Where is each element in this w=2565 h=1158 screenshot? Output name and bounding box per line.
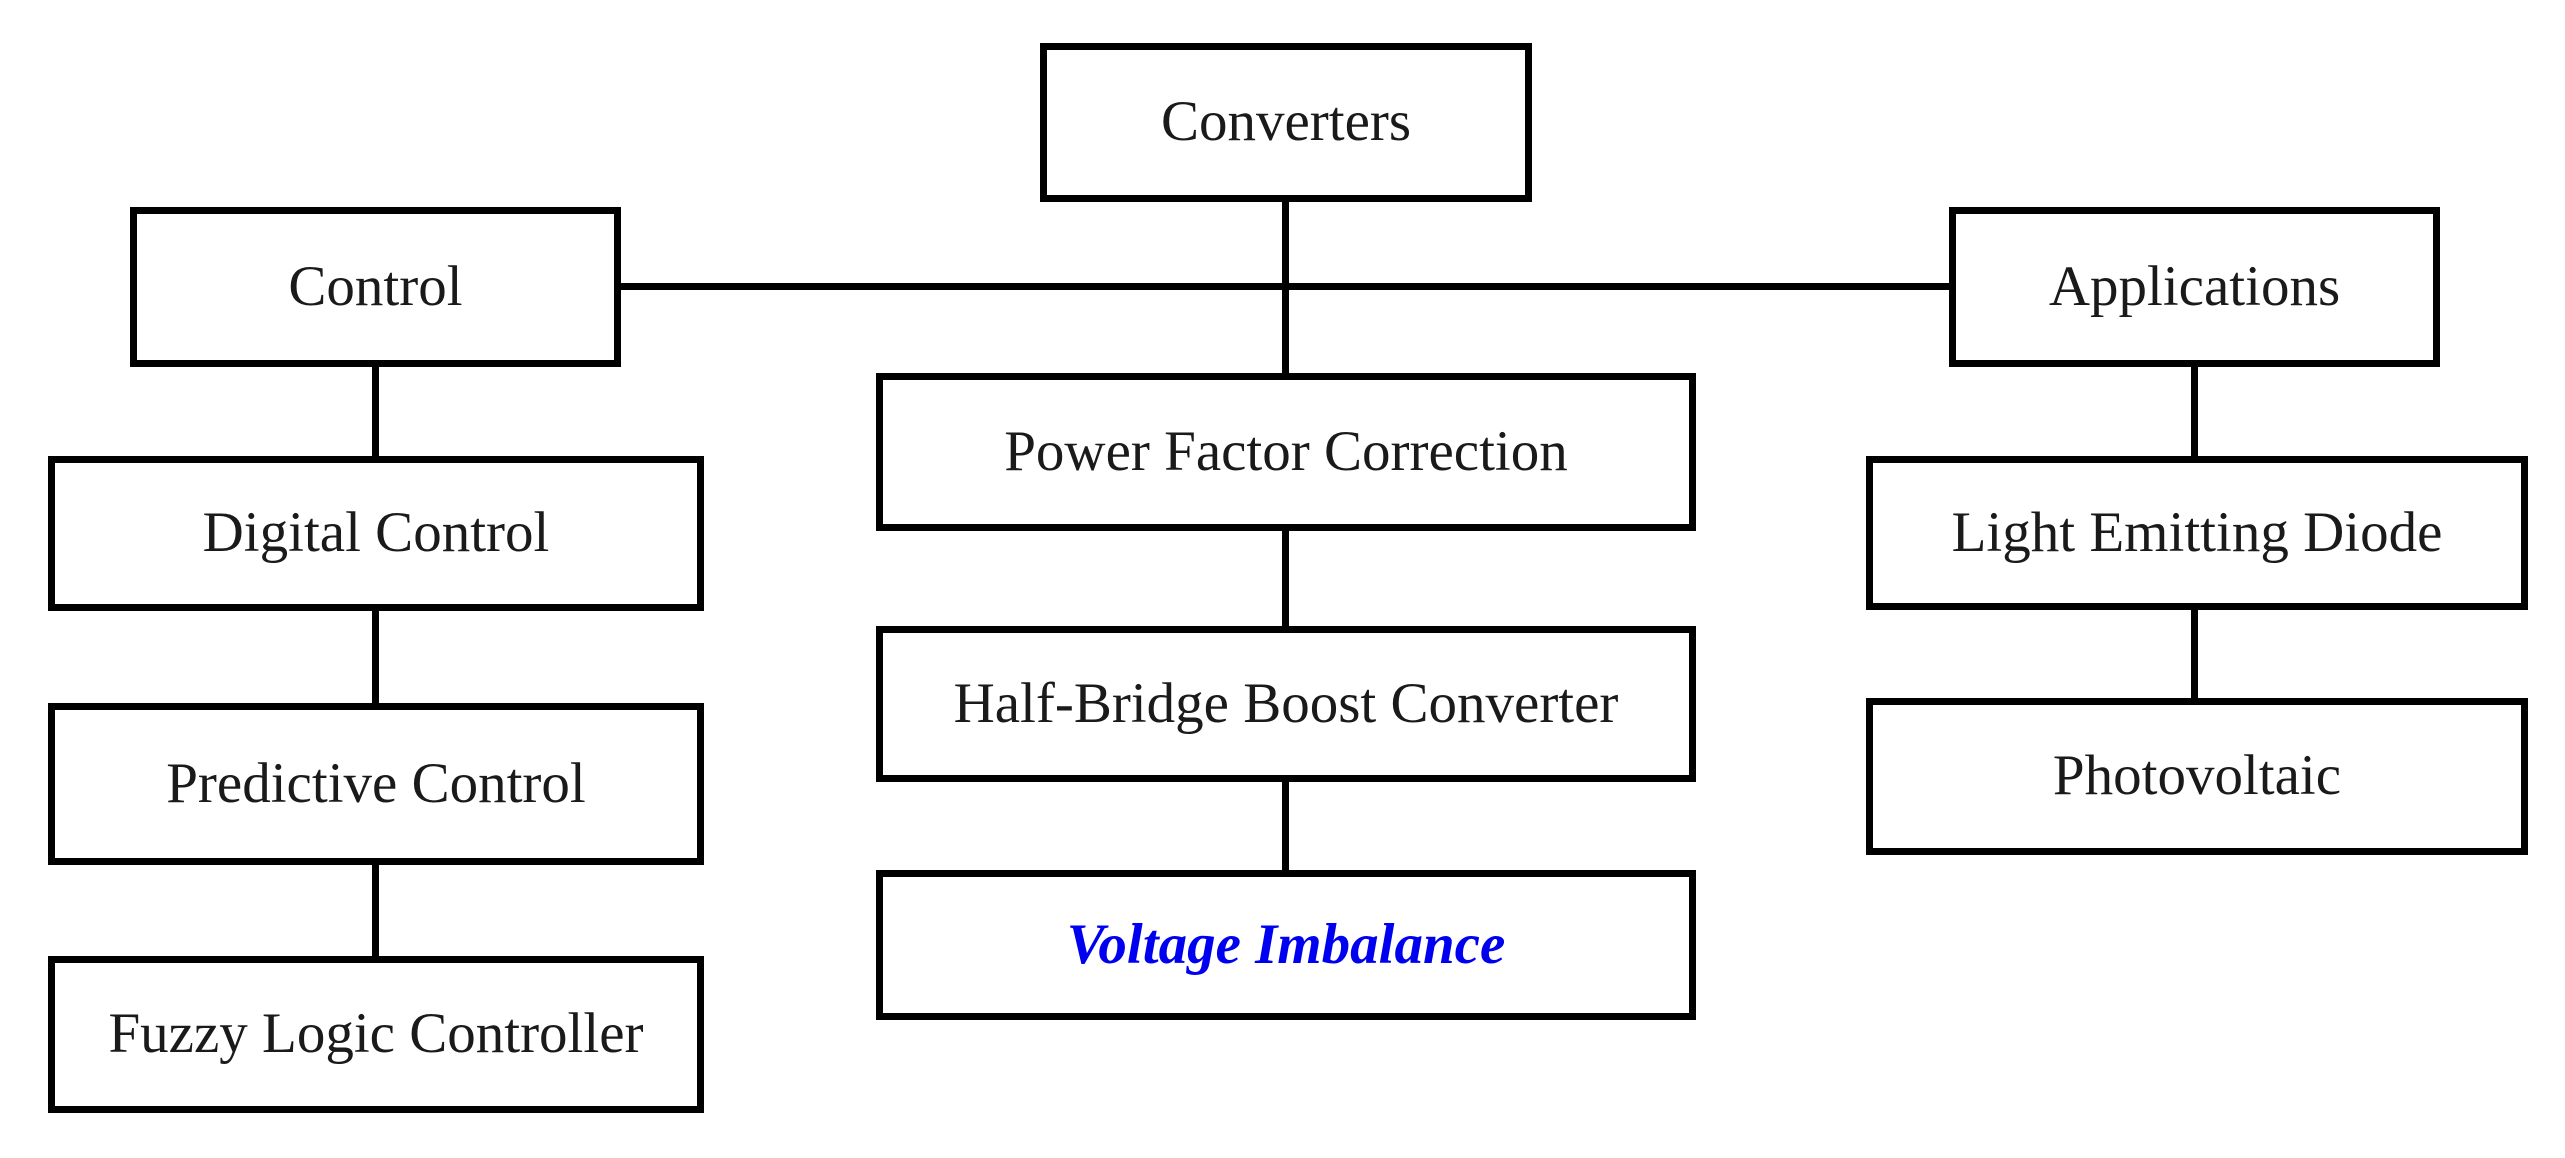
edge-applications-led	[2191, 367, 2198, 456]
node-half-bridge-boost-converter: Half-Bridge Boost Converter	[876, 626, 1696, 782]
edge-half-bridge-voltage-imbalance	[1282, 782, 1289, 870]
edge-predictive-control-fuzzy-logic-controller	[372, 865, 379, 956]
node-applications-label: Applications	[2048, 254, 2341, 318]
node-power-factor-correction: Power Factor Correction	[876, 373, 1696, 531]
node-digital-control: Digital Control	[48, 456, 704, 611]
node-fuzzy-logic-controller-label: Fuzzy Logic Controller	[108, 1002, 644, 1066]
node-voltage-imbalance-label: Voltage Imbalance	[1066, 912, 1506, 976]
node-converters: Converters	[1040, 43, 1532, 202]
node-applications: Applications	[1949, 207, 2440, 367]
node-control-label: Control	[288, 254, 463, 318]
node-fuzzy-logic-controller: Fuzzy Logic Controller	[48, 956, 704, 1113]
node-predictive-control-label: Predictive Control	[166, 751, 586, 815]
node-light-emitting-diode: Light Emitting Diode	[1866, 456, 2528, 610]
node-photovoltaic: Photovoltaic	[1866, 698, 2528, 855]
node-power-factor-correction-label: Power Factor Correction	[1004, 419, 1568, 483]
edge-converters-down	[1282, 202, 1289, 373]
edge-pfc-half-bridge	[1282, 531, 1289, 626]
node-digital-control-label: Digital Control	[202, 501, 550, 565]
node-voltage-imbalance: Voltage Imbalance	[876, 870, 1696, 1020]
node-half-bridge-boost-converter-label: Half-Bridge Boost Converter	[953, 671, 1619, 735]
node-converters-label: Converters	[1160, 90, 1412, 154]
node-control: Control	[130, 207, 621, 367]
edge-digital-control-predictive-control	[372, 611, 379, 703]
node-photovoltaic-label: Photovoltaic	[2052, 744, 2342, 808]
node-predictive-control: Predictive Control	[48, 703, 704, 865]
edge-led-photovoltaic	[2191, 610, 2198, 698]
node-light-emitting-diode-label: Light Emitting Diode	[1951, 500, 2443, 564]
edge-control-digital-control	[372, 367, 379, 456]
